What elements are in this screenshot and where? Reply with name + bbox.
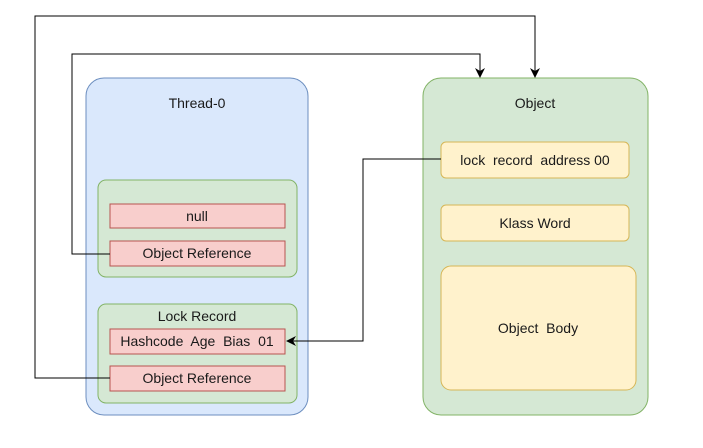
thread-title: Thread-0 (169, 95, 226, 111)
null-label: null (186, 208, 208, 224)
object-reference-slot (109, 240, 286, 267)
mark-word-box (440, 141, 630, 179)
mark-word-to-lock-record-arrow (286, 158, 441, 346)
object-body-box (440, 265, 637, 391)
stack-frame: null Object Reference (97, 179, 298, 278)
frame-reference-to-object-arrow (71, 53, 485, 255)
lock-record-header-label: Hashcode Age Bias 01 (120, 333, 274, 349)
object-reference-label: Object Reference (143, 245, 252, 261)
lock-record-header-slot (109, 328, 286, 355)
object-body-label: Object Body (498, 320, 578, 336)
lock-record-reference-to-object-arrow (34, 15, 540, 379)
lock-record-object-reference-slot (109, 365, 286, 392)
klass-word-label: Klass Word (499, 215, 570, 231)
lock-record: Lock Record Hashcode Age Bias 01 Object … (97, 303, 298, 404)
connectors (34, 15, 540, 379)
object-title: Object (515, 95, 556, 111)
mark-word-label: lock record address 00 (460, 152, 610, 168)
lock-record-object-reference-label: Object Reference (143, 370, 252, 386)
object-container: Object lock record address 00 Klass Word… (422, 77, 649, 416)
null-slot (109, 203, 286, 229)
lock-record-title: Lock Record (158, 308, 237, 324)
klass-word-box (440, 204, 630, 242)
